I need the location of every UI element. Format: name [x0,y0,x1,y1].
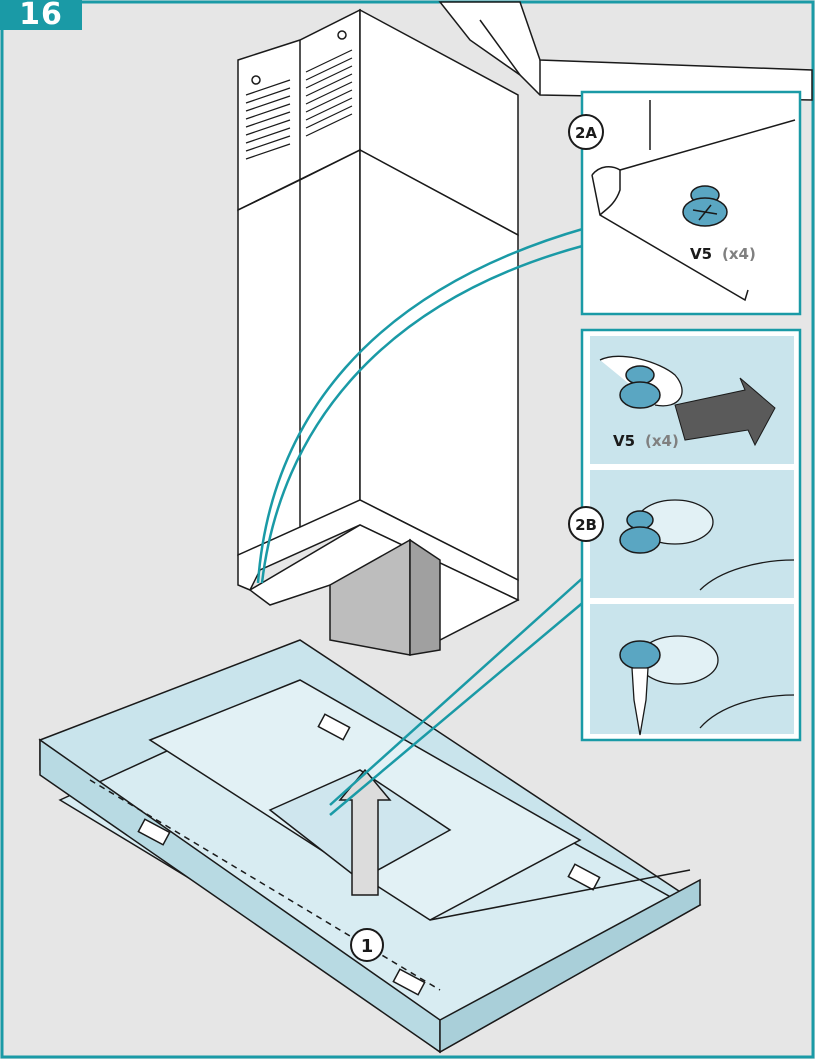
detail-2a-panel [580,90,802,316]
step-1-label: 1 [361,936,374,957]
hood-body [38,639,702,1054]
chimney [237,8,519,582]
detail-2b-screw-name: V5 [613,432,635,450]
chimney-base [237,499,520,656]
step-1-marker [350,928,384,962]
detail-2a-screw-name: V5 [690,245,712,263]
lift-arrow [338,768,392,896]
detail-2b-screw-qty: (x4) [645,432,679,450]
callout-2b-circle [568,506,604,542]
callout-2a-label: 2A [575,124,597,142]
leader-lines [256,226,587,816]
callout-2a-circle [568,114,604,150]
detail-2a-screw-qty: (x4) [722,245,756,263]
ceiling-duct [438,1,813,101]
callout-2b-label: 2B [575,516,597,534]
step-number-badge: 16 [0,0,82,30]
detail-2b-panel [580,328,802,742]
